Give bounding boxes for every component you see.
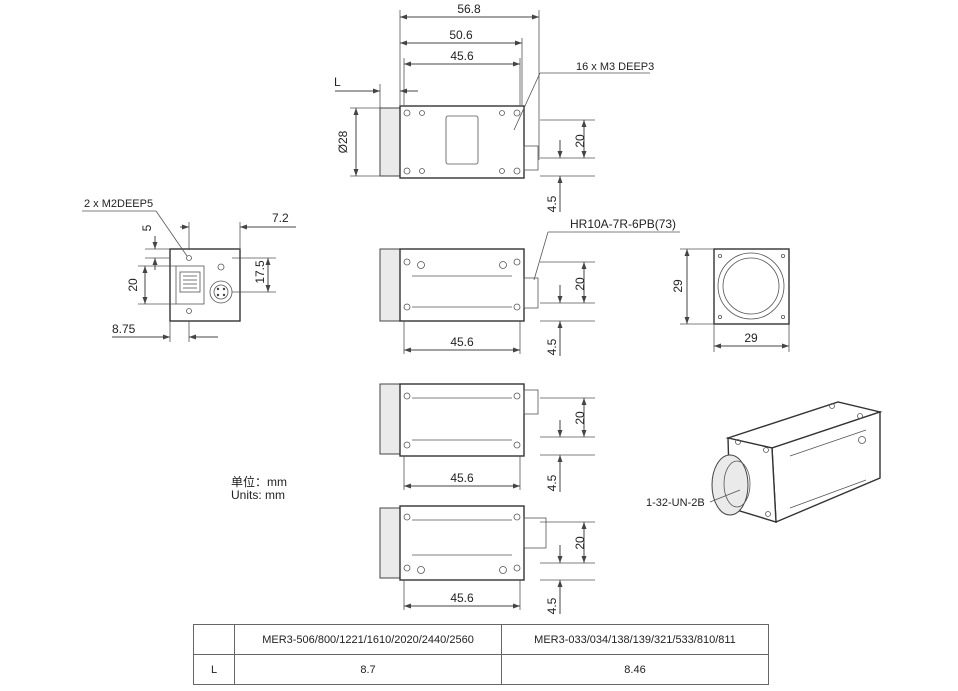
connector-top (523, 145, 539, 171)
screw-hole (513, 303, 521, 311)
dim-29-width: 29 (744, 331, 758, 345)
leader-connector (533, 231, 549, 281)
screw-hole (513, 392, 521, 400)
dim-8-75: 8.75 (112, 322, 136, 336)
screw-hole (513, 258, 521, 266)
dim-20-rear: 20 (126, 278, 140, 292)
dim-4-5-side-3: 4.5 (545, 597, 559, 614)
dim-50-6: 50.6 (449, 28, 473, 42)
dim-20-side-1: 20 (573, 277, 587, 291)
iso-lens-outer (711, 454, 749, 516)
connector-side-2 (523, 389, 539, 415)
screw-hole (403, 109, 411, 117)
dim-20-top: 20 (573, 134, 587, 148)
lens-mount-side-3 (379, 507, 401, 579)
screw-hole (403, 258, 411, 266)
dim-45-6-side-2: 45.6 (450, 471, 474, 485)
screw-hole (513, 167, 521, 175)
top-view (335, 10, 650, 212)
camera-body-front (713, 248, 790, 325)
lens-mount-side-1 (379, 248, 401, 322)
leader-mount (709, 489, 741, 503)
table-header-1: MER3-506/800/1221/1610/2020/2440/2560 (234, 624, 502, 655)
rear-view (82, 210, 296, 342)
leader-2x (155, 210, 188, 257)
camera-body-side-2 (399, 383, 525, 457)
dim-45-6-side-3: 45.6 (450, 591, 474, 605)
lens-mount-side-2 (379, 383, 401, 455)
side-view-2 (379, 383, 595, 492)
dim-17-5: 17.5 (253, 260, 267, 284)
dim-20-side-2: 20 (573, 411, 587, 425)
camera-body-side-1 (399, 248, 525, 322)
table-corner-cell (193, 624, 235, 655)
front-view (680, 248, 790, 352)
spec-table: MER3-506/800/1221/1610/2020/2440/2560 ME… (193, 624, 769, 685)
dim-20-side-3: 20 (573, 536, 587, 550)
isometric-view (709, 401, 883, 524)
screw-hole (403, 564, 411, 572)
note-mount: 1-32-UN-2B (646, 497, 705, 509)
table-value-1: 8.7 (234, 654, 502, 685)
side-view-1 (379, 231, 680, 356)
dim-7-2: 7.2 (272, 211, 289, 225)
iso-lens-inner (723, 460, 751, 508)
note-16x-m3: 16 x M3 DEEP3 (576, 61, 654, 73)
dim-4-5-top: 4.5 (545, 195, 559, 212)
screw-hole (186, 308, 192, 314)
note-2x-m2: 2 x M2DEEP5 (84, 198, 153, 210)
screw-hole (513, 564, 521, 572)
units-cn: 单位：mm (231, 474, 287, 489)
table-row: MER3-506/800/1221/1610/2020/2440/2560 ME… (193, 624, 769, 655)
screw-hole (403, 513, 411, 521)
dim-4-5-side-2: 4.5 (545, 474, 559, 491)
screw-hole (513, 109, 521, 117)
table-header-2: MER3-033/034/138/139/321/533/810/811 (501, 624, 769, 655)
table-row: L 8.7 8.46 (193, 654, 769, 685)
dim-4-5-side-1: 4.5 (545, 338, 559, 355)
dim-45-6-side-1: 45.6 (450, 335, 474, 349)
ethernet-port (175, 265, 205, 305)
camera-body-side-3 (399, 505, 525, 581)
screw-hole (403, 303, 411, 311)
dim-29-height: 29 (671, 279, 685, 293)
label-window (445, 115, 479, 165)
note-connector: HR10A-7R-6PB(73) (570, 217, 676, 231)
dim-45-6-top: 45.6 (450, 49, 474, 63)
screw-hole (403, 441, 411, 449)
connector-side-1 (523, 277, 539, 309)
camera-body-top (399, 105, 525, 179)
dim-56-8: 56.8 (457, 2, 481, 16)
camera-body-rear (169, 248, 241, 322)
screw-hole (403, 167, 411, 175)
lens-ring-inner (722, 257, 780, 315)
dim-l-label: L (334, 75, 341, 89)
screw-hole (186, 255, 192, 261)
lens-mount-top (379, 107, 401, 177)
side-view-3 (379, 505, 595, 614)
led-indicator (217, 263, 225, 271)
dim-5-rear: 5 (140, 224, 154, 231)
units-en: Units: mm (231, 488, 285, 502)
connector-side-3 (523, 517, 547, 549)
leader-16x (513, 72, 541, 131)
table-value-2: 8.46 (501, 654, 769, 685)
table-row-label: L (193, 654, 235, 685)
screw-hole (513, 513, 521, 521)
screw-hole (513, 441, 521, 449)
dim-dia-28: Ø28 (336, 130, 350, 153)
screw-hole (403, 392, 411, 400)
lens-ring-outer (717, 252, 785, 320)
